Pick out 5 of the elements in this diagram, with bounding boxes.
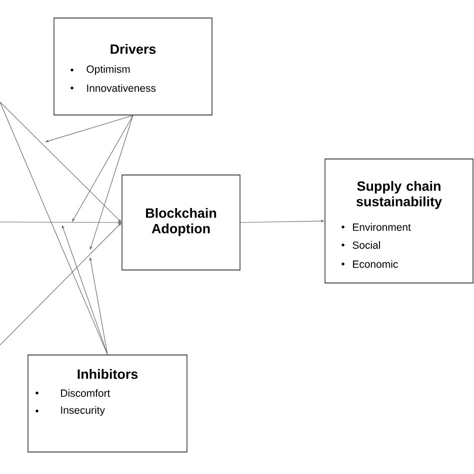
box: Inhibitors Discomfort Insecurity [28,354,188,452]
box: Blockchain Adoption [122,174,240,270]
arrow [72,115,134,222]
box: Supply chain sustainability Environment Social Economic [324,158,474,284]
box: Drivers Optimism Innovativeness [54,18,212,116]
